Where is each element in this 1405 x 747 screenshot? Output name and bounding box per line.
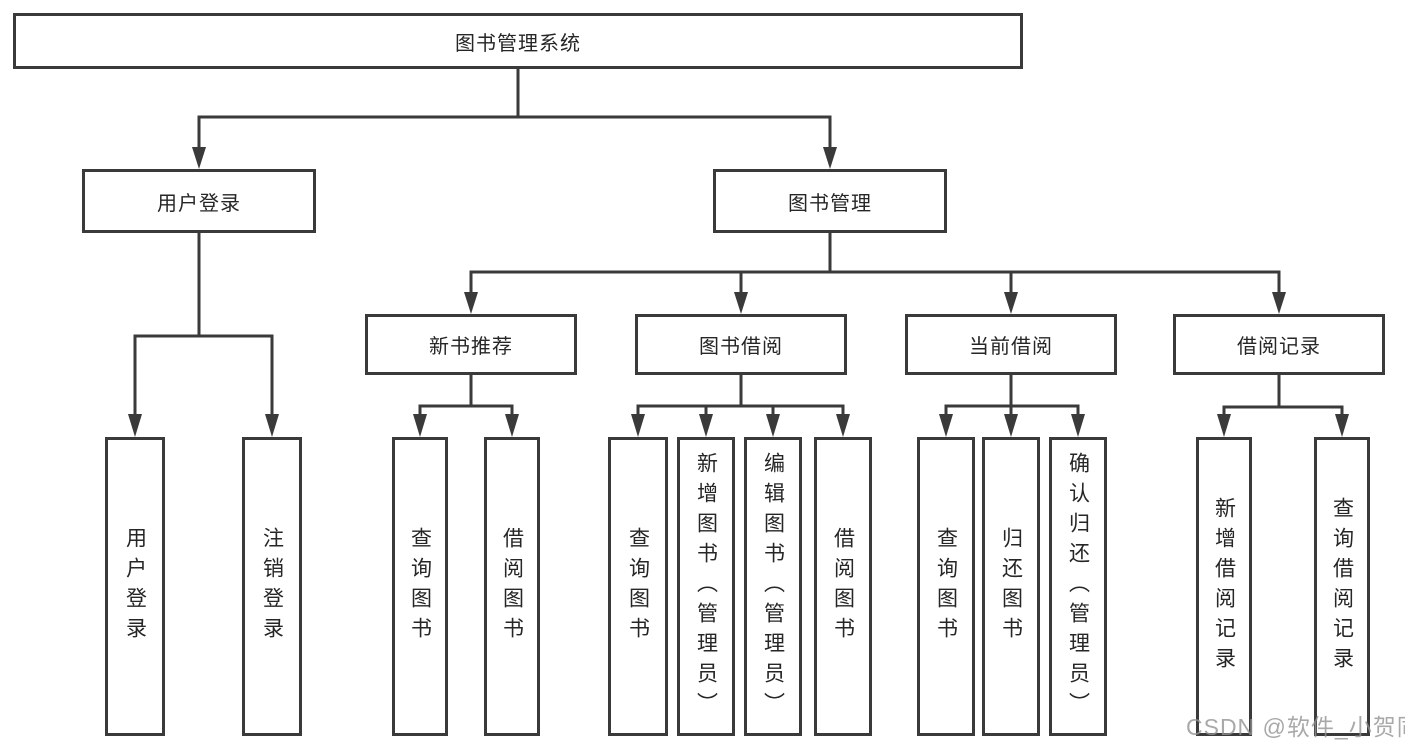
wire-book-borrow (636, 373, 845, 418)
node-new-book-recommend: 新书推荐 (365, 314, 577, 375)
leaf-borrow-books: 借阅图书 (814, 437, 872, 736)
leaf-add-books-admin: 新增图书（管理员） (677, 437, 735, 736)
leaf-borrow-books-recommend: 借阅图书 (484, 437, 540, 736)
leaf-query-books-borrow: 查询图书 (608, 437, 668, 736)
leaf-query-borrow-record: 查询借阅记录 (1314, 437, 1370, 736)
wire-borrow-records (1222, 373, 1344, 418)
wire-user-login (133, 231, 274, 418)
leaf-user-login: 用户登录 (105, 437, 165, 736)
leaf-query-books-current: 查询图书 (917, 437, 975, 736)
node-borrow-records: 借阅记录 (1173, 314, 1385, 375)
node-book-borrow: 图书借阅 (635, 314, 847, 375)
leaf-edit-books-admin: 编辑图书（管理员） (744, 437, 802, 736)
csdn-watermark: CSDN @软件_小贺同学 (1186, 714, 1405, 740)
leaf-add-borrow-record: 新增借阅记录 (1196, 437, 1252, 736)
leaf-query-books-recommend: 查询图书 (392, 437, 448, 736)
wire-new-book (418, 373, 514, 418)
wire-current-borrow (944, 373, 1080, 418)
wire-book-management (469, 231, 1281, 295)
node-book-management: 图书管理 (713, 169, 947, 233)
leaf-logout: 注销登录 (242, 437, 302, 736)
node-user-login: 用户登录 (82, 169, 316, 233)
wire-root (197, 67, 832, 151)
leaf-return-books: 归还图书 (982, 437, 1040, 736)
node-current-borrow: 当前借阅 (905, 314, 1117, 375)
node-root-system: 图书管理系统 (13, 13, 1023, 69)
leaf-confirm-return-admin: 确认归还（管理员） (1049, 437, 1107, 736)
